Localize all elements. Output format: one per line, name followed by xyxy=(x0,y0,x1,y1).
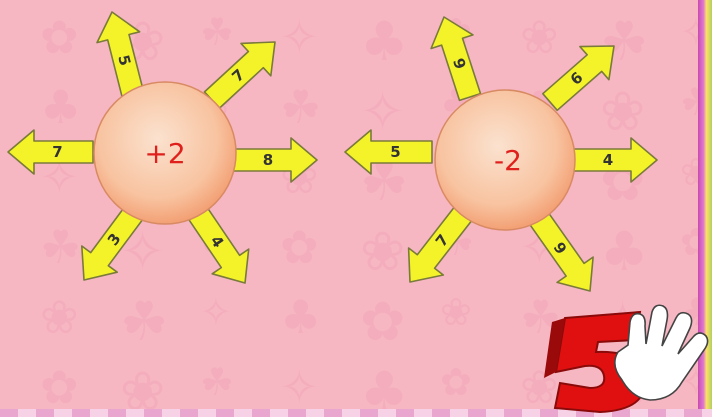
background-flower-icon: ♣ xyxy=(360,360,409,417)
operator-label: -2 xyxy=(494,144,522,177)
background-flower-icon: ✿ xyxy=(40,360,79,414)
background-flower-icon: ❀ xyxy=(40,290,79,344)
background-flower-icon: ☘ xyxy=(280,80,322,134)
arrow: 6 xyxy=(541,45,615,112)
background-flower-icon: ♣ xyxy=(360,10,409,73)
arrow-shape xyxy=(572,137,658,183)
arrow-number: 5 xyxy=(390,143,400,161)
arrow-shape xyxy=(541,45,615,112)
arrow: 7 xyxy=(7,129,94,175)
background-flower-icon: ❀ xyxy=(120,360,166,417)
arrow: 4 xyxy=(187,205,250,284)
background-flower-icon: ✿ xyxy=(40,10,79,64)
arrow-shape xyxy=(81,202,146,281)
arrow: 5 xyxy=(344,129,433,175)
background-flower-icon: ✧ xyxy=(200,290,232,334)
background-flower-icon: ♣ xyxy=(280,290,322,344)
arrow: 7 xyxy=(407,202,476,283)
arrow-shape xyxy=(96,11,145,99)
decorative-border-bottom xyxy=(0,409,712,417)
background-flower-icon: ✿ xyxy=(440,360,472,404)
arrow-shape xyxy=(187,205,250,284)
arrow-number: 5 xyxy=(114,53,134,68)
background-flower-icon: ☘ xyxy=(40,220,82,274)
arrow: 9 xyxy=(528,209,594,292)
background-flower-icon: ✿ xyxy=(360,290,406,353)
arrow-number: 7 xyxy=(52,143,62,161)
arrow: 4 xyxy=(572,137,658,183)
operator-label: +2 xyxy=(144,137,185,170)
diagram-plus-2: 5 7 8 43 7 +2 xyxy=(7,11,318,284)
center-circle xyxy=(93,81,237,225)
arrow: 5 xyxy=(96,11,145,99)
arrow-shape xyxy=(7,129,94,175)
arrow-shape xyxy=(407,202,476,283)
arrow: 8 xyxy=(232,137,318,183)
arrow-shape xyxy=(528,209,594,292)
background-flower-icon: ✿ xyxy=(280,220,319,274)
arrow: 9 xyxy=(430,16,482,102)
arrow-shape xyxy=(232,137,318,183)
arrow: 7 xyxy=(203,41,276,109)
arrow-shape xyxy=(344,129,433,175)
background-flower-icon: ❀ xyxy=(440,290,472,334)
background-flower-icon: ☘ xyxy=(200,360,235,404)
background-flower-icon: ✧ xyxy=(280,10,319,64)
background-flower-icon: ☘ xyxy=(200,10,235,54)
background-flower-icon: ♣ xyxy=(40,80,82,134)
arrow: 3 xyxy=(81,202,146,281)
arrow-shape xyxy=(430,16,482,102)
background-flower-icon: ☘ xyxy=(120,290,169,353)
center-circle xyxy=(434,89,576,231)
arrow-shape xyxy=(203,41,276,109)
background-flower-icon: ❀ xyxy=(520,10,559,64)
arrow-number: 4 xyxy=(603,151,613,169)
arrow-number: 8 xyxy=(263,151,273,169)
background-flower-icon: ✧ xyxy=(280,360,319,414)
background-flower-icon: ♣ xyxy=(600,220,649,283)
decorative-border-right xyxy=(698,0,712,417)
hand-icon xyxy=(614,304,709,401)
background-flower-icon: ❀ xyxy=(600,80,646,143)
background-flower-icon: ❀ xyxy=(360,220,406,283)
